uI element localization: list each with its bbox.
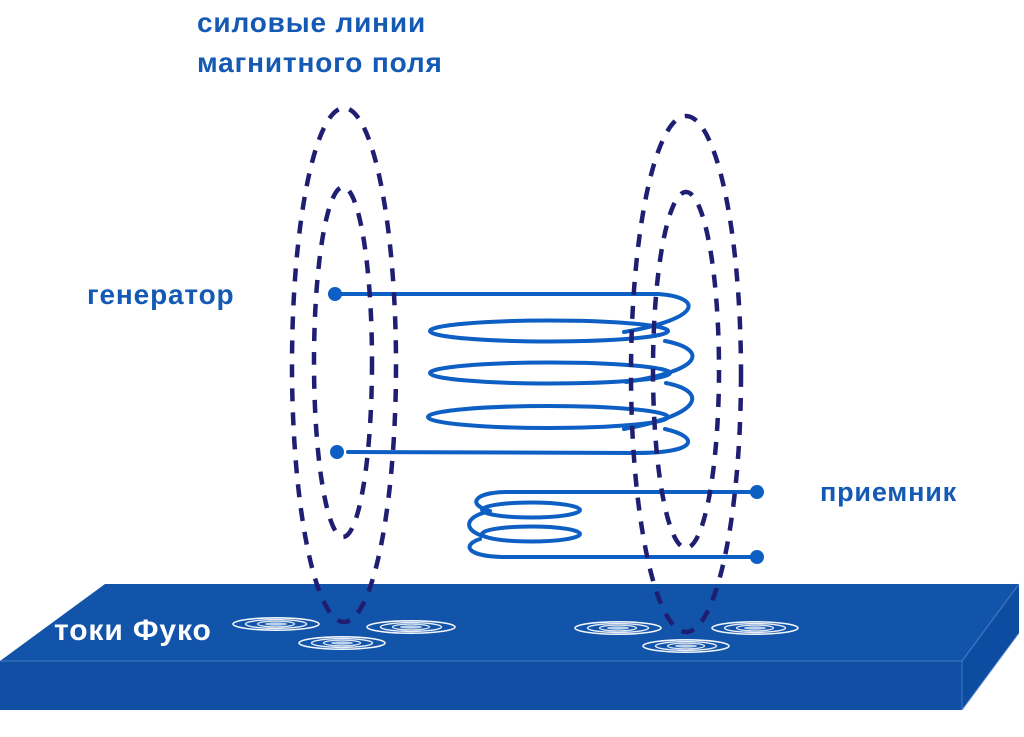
- receiver-coil-loop: [480, 524, 582, 544]
- generator-coil-loop: [428, 360, 672, 386]
- metal-plate: [0, 583, 1020, 711]
- eddy-ripple: [642, 639, 730, 653]
- receiver-terminal: [750, 485, 764, 499]
- generator-coil-loop: [428, 318, 670, 344]
- plate-edge: [961, 632, 1020, 711]
- generator-coil: [328, 287, 695, 459]
- field-lines-left-column: [289, 105, 399, 625]
- field-line-ellipse-outer: [289, 105, 399, 625]
- generator-label: генератор: [87, 279, 235, 310]
- generator-terminal: [330, 445, 344, 459]
- plate-top-face: [0, 584, 1019, 661]
- field-line-ellipse-inner: [311, 184, 375, 540]
- field-lines-label: силовые линии магнитного поля: [197, 7, 443, 78]
- field-line-ellipse-inner: [650, 189, 722, 551]
- generator-terminal: [328, 287, 342, 301]
- receiver-label: приемник: [820, 477, 957, 507]
- generator-coil-wire: [333, 292, 695, 456]
- eddy-current-ripples: [232, 617, 799, 653]
- eddy-ripple: [366, 620, 456, 634]
- receiver-terminal: [750, 550, 764, 564]
- receiver-coil-loop: [480, 500, 582, 520]
- eddy-ripple: [574, 621, 662, 635]
- receiver-coil: [467, 485, 764, 564]
- eddy-ripple: [711, 621, 799, 635]
- eddy-currents-label: токи Фуко: [54, 614, 212, 647]
- plate-front-face: [0, 661, 962, 710]
- generator-coil-loop: [426, 404, 670, 430]
- eddy-ripple: [232, 617, 320, 631]
- field-line-ellipse-outer: [628, 113, 744, 635]
- plate-edge: [961, 583, 1020, 662]
- plate-right-face: [962, 584, 1019, 710]
- field-lines-right-column: [628, 113, 744, 635]
- eddy-ripple: [298, 636, 386, 650]
